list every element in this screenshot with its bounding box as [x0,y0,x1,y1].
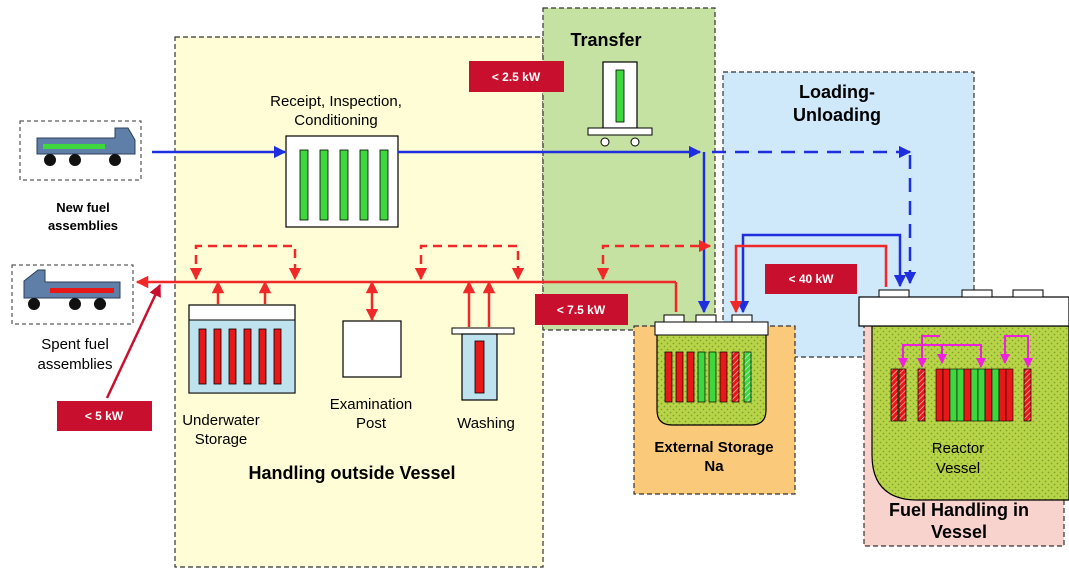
zone-title-external-storage-1: External Storage [654,439,773,456]
washing-station [451,327,515,401]
receipt-station [285,135,399,228]
reactor-vessel [858,289,1069,501]
power-badge-5kw: < 5 kW [57,401,152,431]
power-badge-5kw-label: < 5 kW [85,409,124,423]
spent-fuel-truck-icon [11,264,134,325]
spent-fuel-label-1: Spent fuel [41,336,109,353]
new-fuel-flow [152,145,917,314]
underwater-label-2: Storage [195,431,248,448]
power-badge-7-5kw: < 7.5 kW [535,294,628,325]
zone-title-loading-1: Loading- [799,82,875,102]
new-fuel-label-1: New fuel [56,200,109,215]
new-fuel-label-2: assemblies [48,218,118,233]
underwater-label-1: Underwater [182,412,260,429]
zone-title-transfer: Transfer [570,30,641,50]
zone-handling-outside [174,36,544,568]
power-badge-2-5kw-label: < 2.5 kW [492,70,541,84]
zone-title-fuel-handling-1: Fuel Handling in [889,500,1029,520]
spent-fuel-dashed-loops [189,239,712,281]
zone-title-handling-outside: Handling outside Vessel [248,463,455,483]
receipt-label-1: Receipt, Inspection, [270,93,402,110]
power-badge-40kw-label: < 40 kW [788,272,834,286]
in-vessel-flow [898,335,1033,368]
external-storage-tank [654,314,769,426]
underwater-storage-pool [188,304,296,394]
reactor-label-2: Vessel [936,460,980,477]
washing-label: Washing [457,415,515,432]
receipt-label-2: Conditioning [294,112,377,129]
spent-fuel-label-2: assemblies [37,356,112,373]
zone-title-external-storage-2: Na [704,458,724,475]
reactor-label-1: Reactor [932,440,985,457]
examination-label-1: Examination [330,396,413,413]
power-badge-2-5kw: < 2.5 kW [469,61,564,92]
spent-fuel-exit-arrow [105,283,162,399]
new-fuel-truck-icon [19,120,142,181]
power-badge-40kw: < 40 kW [765,264,857,294]
examination-label-2: Post [356,415,387,432]
transfer-cask-icon [587,61,653,147]
power-badge-7-5kw-label: < 7.5 kW [557,303,606,317]
spent-fuel-flow [135,244,888,327]
zone-title-loading-2: Unloading [793,105,881,125]
examination-post-box [342,320,402,378]
zone-title-fuel-handling-2: Vessel [931,522,987,542]
